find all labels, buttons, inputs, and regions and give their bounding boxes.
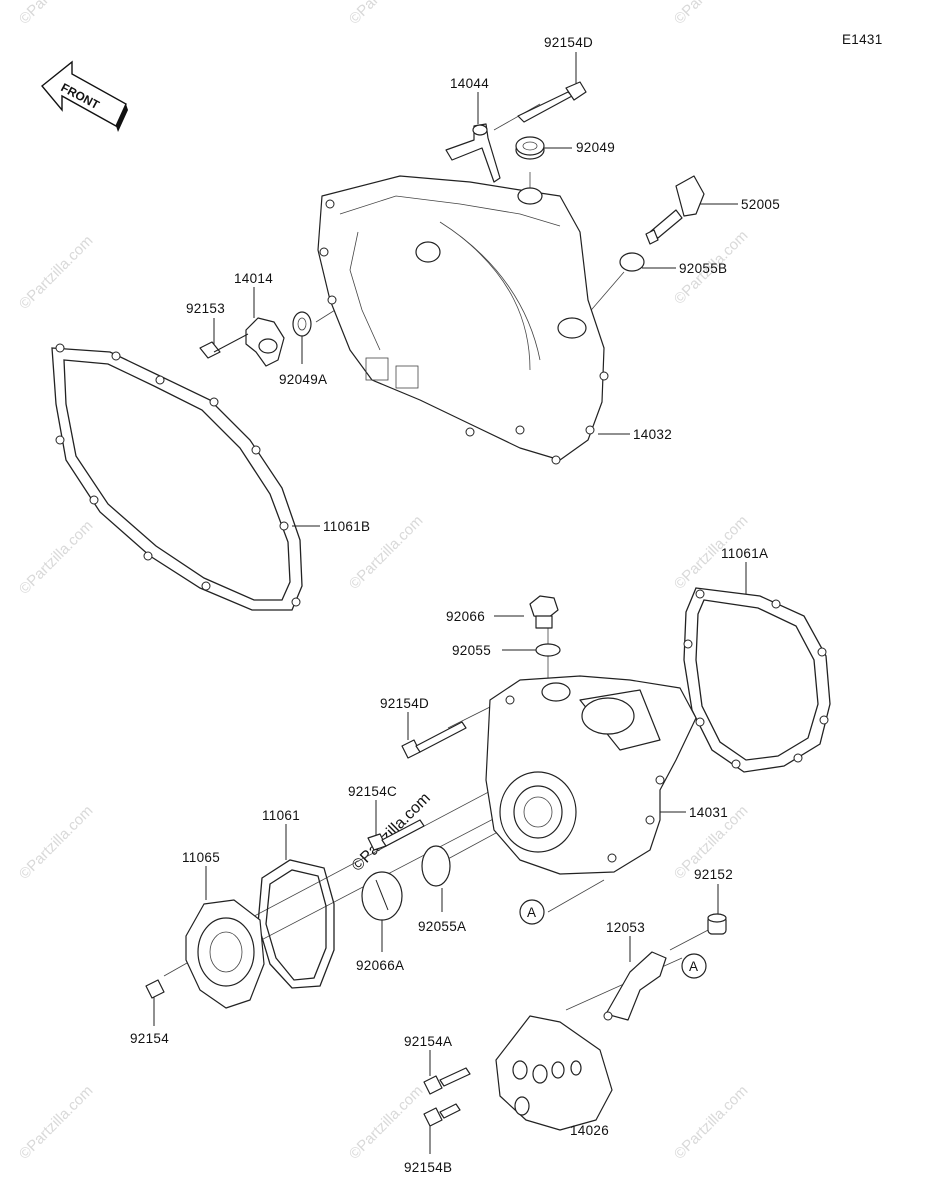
bolt-92154a (423, 1067, 471, 1095)
ref-a-label: A (689, 959, 698, 974)
part-label: 92154D (544, 35, 593, 50)
part-label: 14044 (450, 76, 489, 91)
watermark: ©Partzilla.com (16, 802, 97, 883)
part-label: 14026 (570, 1123, 609, 1138)
watermark: ©Partzilla.com (671, 0, 752, 28)
watermark-dark: ©Partzilla.com (349, 790, 434, 875)
front-arrow-icon: FRONT (41, 60, 128, 132)
part-label: 92152 (694, 867, 733, 882)
watermark: ©Partzilla.com (16, 0, 97, 28)
part-label: 52005 (741, 197, 780, 212)
part-label: 92066A (356, 958, 404, 973)
pipe-14014 (245, 317, 285, 367)
bracket-14044 (445, 123, 501, 183)
dipstick-52005 (645, 175, 705, 245)
watermark: ©Partzilla.com (16, 1082, 97, 1163)
bolt-92154d-top (517, 81, 587, 123)
plug-92066 (529, 595, 559, 629)
part-label: 14014 (234, 271, 273, 286)
part-label: 11061B (323, 519, 370, 534)
part-label: 14031 (689, 805, 728, 820)
part-label: 92049A (279, 372, 327, 387)
ref-a-circle: A (681, 953, 707, 979)
oil-seal-92049 (515, 136, 545, 160)
watermark: ©Partzilla.com (346, 1082, 427, 1163)
watermark: ©Partzilla.com (16, 232, 97, 313)
part-label: 11061 (262, 808, 300, 823)
part-label: 92154A (404, 1034, 452, 1049)
part-label: 92154D (380, 696, 429, 711)
part-label: 92153 (186, 301, 225, 316)
part-labels: 92154D 14044 92049 52005 92055B 14014 92… (130, 35, 780, 1175)
gasket-11061 (257, 859, 335, 989)
bolt-92154d-mid (401, 721, 467, 759)
ref-a-circle: A (519, 899, 545, 925)
gasket-11061b (51, 343, 303, 611)
part-label: 11065 (182, 850, 220, 865)
clutch-cover-14032 (317, 175, 609, 465)
part-label: 92154C (348, 784, 397, 799)
gasket-11061a (683, 587, 831, 773)
watermark: ©Partzilla.com (346, 0, 427, 28)
generator-cover-14031 (485, 675, 697, 875)
bolt-92154b (423, 1103, 461, 1127)
part-label: 92154B (404, 1160, 452, 1175)
bolt-92154 (145, 979, 165, 999)
part-label: 92055 (452, 643, 491, 658)
part-label: 92154 (130, 1031, 169, 1046)
cover-11065 (185, 899, 265, 1009)
part-label: 92066 (446, 609, 485, 624)
part-label: 92049 (576, 140, 615, 155)
part-label: 92055A (418, 919, 466, 934)
o-ring-92055 (535, 643, 561, 657)
o-ring-92055b (619, 252, 645, 272)
watermark: ©Partzilla.com (671, 1082, 752, 1163)
ref-a-label: A (527, 905, 536, 920)
part-label: 92055B (679, 261, 727, 276)
collar-92152 (707, 913, 727, 935)
watermark: ©Partzilla.com (16, 517, 97, 598)
part-label: 14032 (633, 427, 672, 442)
bolt-92153 (199, 333, 249, 359)
part-label: 12053 (606, 920, 645, 935)
guard-14026 (495, 1015, 613, 1131)
o-ring-92055a (421, 845, 451, 887)
plug-92066a (361, 871, 403, 921)
bracket-12053 (603, 951, 667, 1021)
bolt-92154c (367, 819, 425, 851)
part-label: 11061A (721, 546, 768, 561)
diagram-code: E1431 (842, 32, 883, 47)
seal-92049a (292, 311, 312, 337)
